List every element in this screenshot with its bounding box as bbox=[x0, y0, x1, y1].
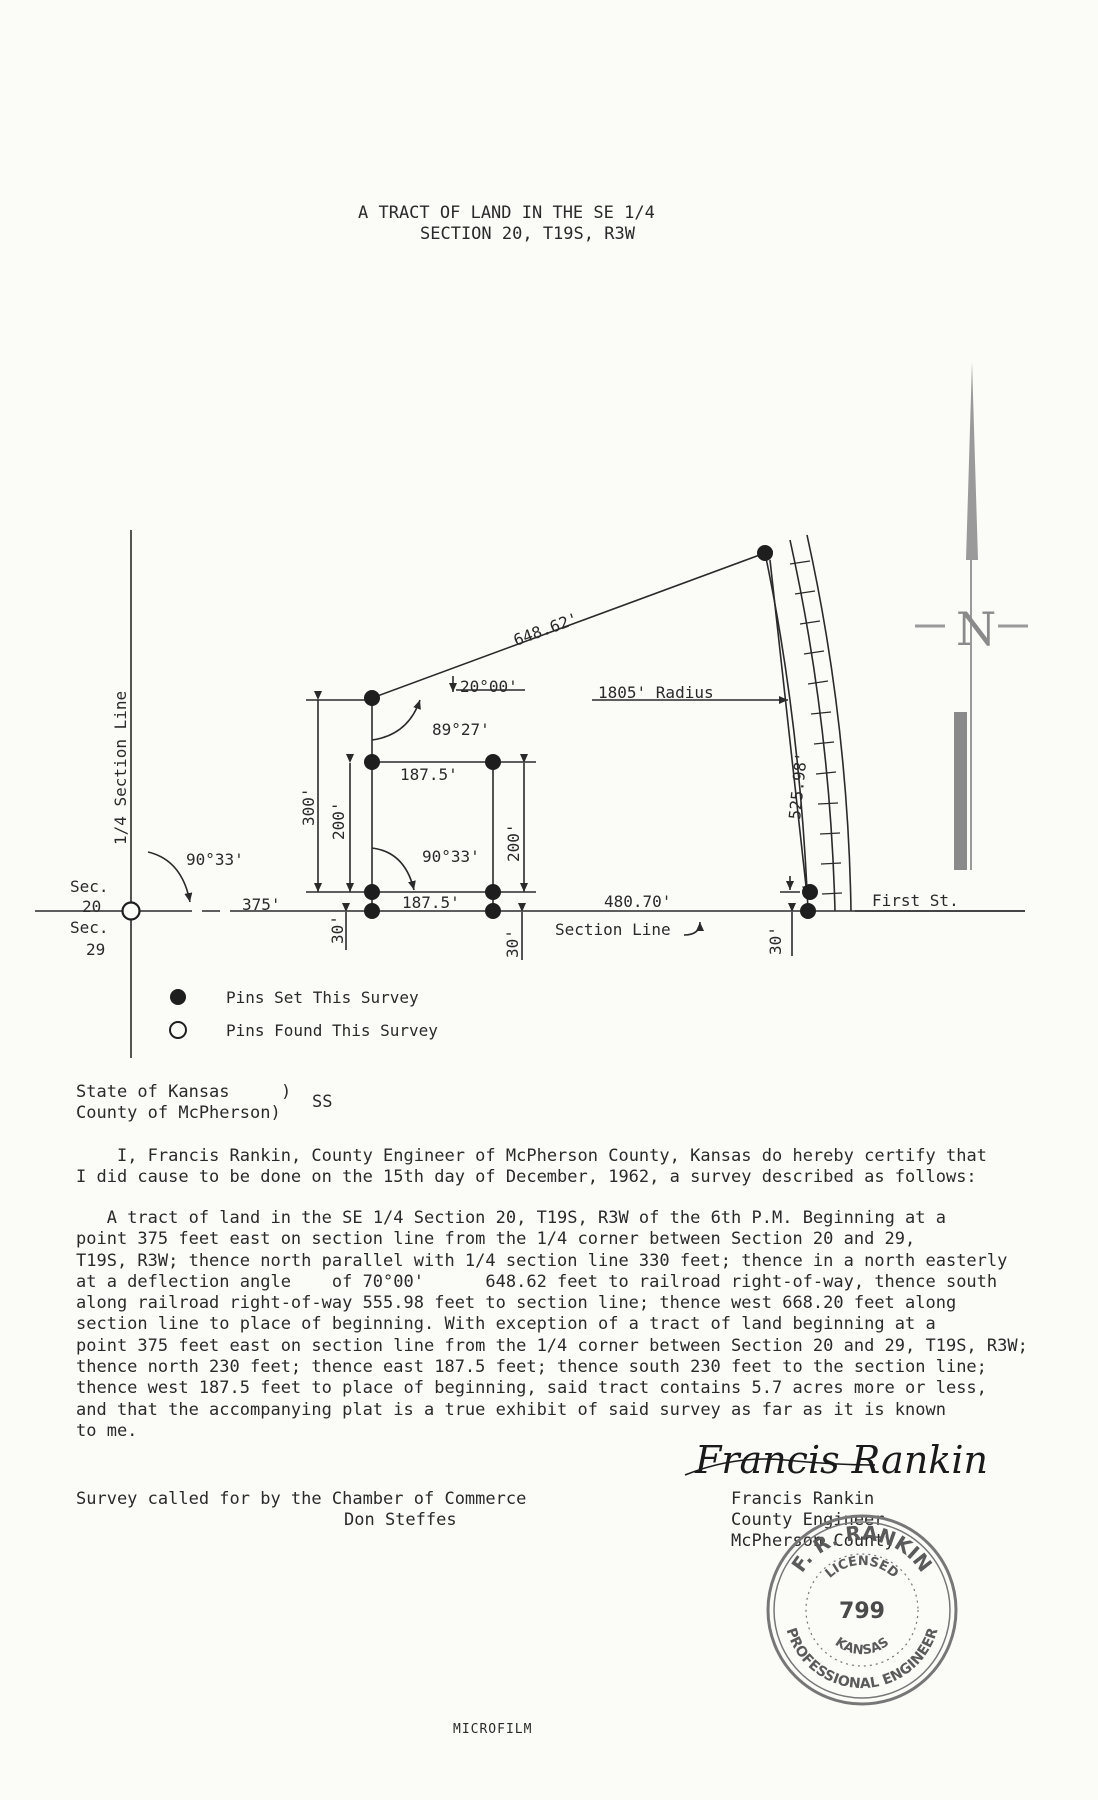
venue-ss: SS bbox=[312, 1092, 333, 1112]
railroad-track-1 bbox=[789, 539, 836, 912]
label-angle-west: 90°33' bbox=[186, 850, 244, 869]
svg-text:LICENSED: LICENSED bbox=[823, 1554, 902, 1582]
microfilm-stamp: MICROFILM bbox=[453, 1722, 533, 1737]
signature-handwritten: Francis Rankin bbox=[684, 1438, 988, 1482]
label-section-line: Section Line bbox=[555, 920, 671, 939]
label-480: 480.70' bbox=[604, 892, 671, 911]
venue-paren: ) bbox=[281, 1082, 292, 1102]
legend-set-label: Pins Set This Survey bbox=[226, 988, 419, 1007]
label-30-mid: 30' bbox=[503, 929, 522, 958]
pin-found bbox=[121, 901, 141, 921]
certification-text: I, Francis Rankin, County Engineer of Mc… bbox=[76, 1146, 987, 1188]
label-angle-inner: 90°33' bbox=[422, 847, 480, 866]
label-30-left: 30' bbox=[328, 915, 347, 944]
legend-set-icon bbox=[170, 989, 186, 1005]
title-line-2: SECTION 20, T19S, R3W bbox=[420, 224, 635, 244]
title-line-1: A TRACT OF LAND IN THE SE 1/4 bbox=[358, 203, 655, 223]
label-375: 375' bbox=[242, 895, 281, 914]
svg-text:KANSAS: KANSAS bbox=[832, 1635, 892, 1658]
label-angle-deflection: 20°00' bbox=[460, 677, 518, 696]
pin-set bbox=[485, 903, 501, 919]
label-first-st: First St. bbox=[872, 891, 959, 910]
svg-text:799: 799 bbox=[839, 1599, 885, 1624]
label-187-top: 187.5' bbox=[400, 765, 458, 784]
label-200-right: 200' bbox=[504, 823, 523, 862]
label-sec29-a: Sec. bbox=[70, 918, 109, 937]
pin-set bbox=[364, 690, 380, 706]
label-525: 525.98' bbox=[785, 751, 811, 820]
railroad-track-2 bbox=[806, 534, 852, 912]
venue-county: County of McPherson) bbox=[76, 1103, 281, 1123]
north-arrow-icon: N bbox=[915, 362, 1028, 870]
label-200-left: 200' bbox=[329, 801, 348, 840]
signer-name: Francis Rankin bbox=[731, 1489, 875, 1509]
svg-text:N: N bbox=[956, 602, 996, 656]
legend-found-icon bbox=[169, 1021, 187, 1039]
pin-set bbox=[802, 884, 818, 900]
label-angle-89: 89°27' bbox=[432, 720, 490, 739]
railroad-right-of-way bbox=[764, 552, 809, 912]
label-648: 648.62' bbox=[511, 609, 581, 650]
venue-state: State of Kansas bbox=[76, 1082, 230, 1102]
label-radius: 1805' Radius bbox=[598, 683, 714, 702]
engineer-seal-icon: F. R. RANKIN LICENSED 799 KANSAS PROFESS… bbox=[766, 1514, 958, 1706]
pin-set bbox=[364, 754, 380, 770]
pin-set bbox=[485, 884, 501, 900]
label-sec20-a: Sec. bbox=[70, 877, 109, 896]
svg-text:Francis Rankin: Francis Rankin bbox=[694, 1438, 988, 1482]
line-648 bbox=[371, 552, 766, 699]
pins-set bbox=[364, 545, 818, 919]
pin-set bbox=[364, 884, 380, 900]
svg-text:PROFESSIONAL ENGINEER: PROFESSIONAL ENGINEER bbox=[783, 1626, 942, 1692]
called-for-line-1: Survey called for by the Chamber of Comm… bbox=[76, 1489, 527, 1509]
legend-found-label: Pins Found This Survey bbox=[226, 1021, 438, 1040]
pin-set bbox=[485, 754, 501, 770]
label-300: 300' bbox=[299, 787, 318, 826]
pin-set bbox=[364, 903, 380, 919]
survey-plat: N 1/4 Section Line Sec. 20 Sec. 29 90°33… bbox=[35, 362, 1028, 1058]
label-30-right: 30' bbox=[766, 926, 785, 955]
legal-description: A tract of land in the SE 1/4 Section 20… bbox=[76, 1208, 1028, 1441]
called-for-line-2: Don Steffes bbox=[344, 1510, 457, 1530]
pin-set bbox=[800, 903, 816, 919]
label-sec29-b: 29 bbox=[86, 940, 105, 959]
label-quarter-section-line: 1/4 Section Line bbox=[111, 691, 130, 845]
signer-county: McPherson County bbox=[731, 1531, 895, 1551]
label-sec20-b: 20 bbox=[82, 897, 101, 916]
pin-set bbox=[757, 545, 773, 561]
label-187-bottom: 187.5' bbox=[402, 893, 460, 912]
